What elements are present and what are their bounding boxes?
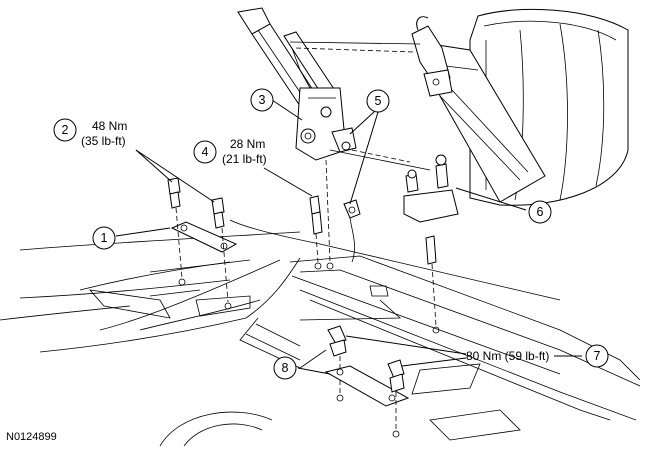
callout-6-number: 6 (537, 205, 544, 219)
callout-7-torque: 80 Nm (59 lb-ft) (466, 349, 549, 363)
callout-2-number: 2 (62, 123, 69, 137)
callout-8-number: 8 (282, 361, 289, 375)
seat-frame-drawing (289, 41, 459, 223)
callout-7-number: 7 (594, 349, 601, 363)
seat-back-drawing (417, 8, 629, 206)
callout-7: 7 80 Nm (59 lb-ft) (466, 344, 609, 368)
floor-pan-drawing (0, 219, 641, 447)
callout-2: 2 48 Nm (35 lb-ft) (53, 118, 127, 148)
connector-5-drawing (343, 199, 361, 263)
callout-8: 8 (273, 356, 297, 380)
leader-lines (115, 99, 582, 375)
callout-4-number: 4 (202, 145, 209, 159)
callout-4-torque-nm: 28 Nm (230, 137, 265, 151)
callout-2-torque-nm: 48 Nm (92, 119, 127, 133)
callout-4-torque-lbft: (21 lb-ft) (222, 152, 267, 166)
figure-id-label: N0124899 (6, 431, 57, 443)
anchor-plate-1-drawing (167, 177, 238, 310)
callout-1: 1 (92, 226, 116, 250)
anchor-plate-8-drawing (324, 325, 410, 438)
bolt-4-drawing (309, 159, 334, 270)
buckle-drawing (411, 16, 453, 97)
callout-4: 4 28 Nm (21 lb-ft) (193, 137, 267, 166)
callout-5-number: 5 (375, 94, 382, 108)
anchor-bolt-6-drawing (425, 235, 440, 334)
callout-3: 3 (250, 88, 274, 112)
callout-2-torque-lbft: (35 lb-ft) (81, 134, 126, 148)
callout-3-number: 3 (259, 93, 266, 107)
callout-6: 6 (528, 200, 552, 224)
callout-5: 5 (366, 89, 390, 113)
belt-retractor-drawing (237, 7, 357, 161)
callout-1-number: 1 (101, 231, 108, 245)
